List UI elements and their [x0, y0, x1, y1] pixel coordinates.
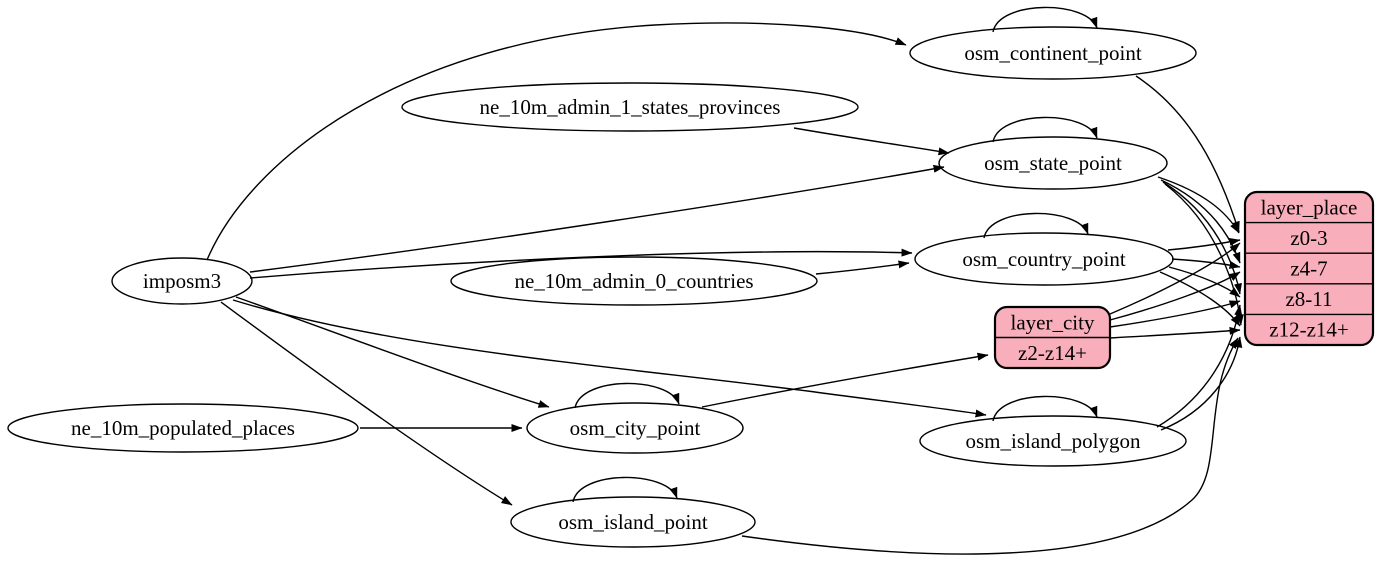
record-row-layer_place-layer_place: layer_place [1261, 195, 1358, 219]
record-row-layer_city-z2-z14+: z2-z14+ [1018, 341, 1087, 365]
nodes-layer: imposm3 ne_10m_admin_1_states_provincesne… [7, 6, 1375, 548]
node-osm_island_polygon: osm_island_polygon [919, 395, 1187, 467]
node-label-osm_city_point: osm_city_point [570, 416, 701, 440]
node-label-osm_state_point: osm_state_point [984, 151, 1122, 175]
record-row-layer_place-z12-z14+: z12-z14+ [1269, 318, 1348, 342]
edge-imposm3-to-osm_island_polygon [232, 299, 987, 418]
node-shape-osm_island_point [510, 496, 756, 548]
edge-osm_state_point-to-layer_place.z8-11 [1162, 181, 1242, 295]
node-label-osm_country_point: osm_country_point [962, 247, 1125, 271]
edge-imposm3-to-osm_state_point [249, 164, 945, 273]
edge-layer_city-to-layer_place.z12-z14+ [1109, 326, 1241, 339]
record-row-layer_place-z0-3: z0-3 [1290, 226, 1327, 250]
node-shape-ne_10m_admin_0_countries [450, 256, 818, 306]
node-osm_state_point: osm_state_point [938, 116, 1168, 190]
node-label-ne_10m_admin_1_states_provinces: ne_10m_admin_1_states_provinces [480, 95, 781, 119]
node-osm_island_point: osm_island_point [510, 476, 756, 548]
node-shape-ne_10m_populated_places [7, 403, 359, 453]
self-loop-osm_island_polygon [992, 395, 1098, 422]
self-loop-osm_island_point [572, 476, 678, 503]
edge-osm_continent_point-to-layer_place.z0-3 [1135, 75, 1240, 233]
edge-ne_10m_admin_1_states_provinces-to-osm_state_point [793, 127, 950, 156]
edge-imposm3-to-osm_country_point [249, 248, 913, 279]
edge-osm_country_point-to-layer_place.z8-11 [1168, 266, 1241, 298]
edge-osm_country_point-to-layer_place.z12-z14+ [1159, 271, 1241, 327]
self-loop-osm_country_point [983, 212, 1089, 239]
edge-imposm3-to-osm_continent_point [206, 22, 907, 261]
node-osm_continent_point: osm_continent_point [909, 6, 1197, 80]
record-layer_place: layer_place z0-3 z4-7 z8-11 z12-z14+ [1243, 190, 1375, 347]
self-loop-osm_state_point [992, 116, 1098, 143]
edge-layer_city-to-layer_place.z8-11 [1109, 300, 1241, 328]
edge-osm_country_point-to-layer_place.z0-3 [1167, 238, 1241, 251]
node-label-ne_10m_populated_places: ne_10m_populated_places [71, 416, 295, 440]
edge-osm_island_point-to-layer_place.z12-z14+ [741, 337, 1239, 555]
edges-layer [206, 22, 1244, 555]
record-shape-layer_place [1243, 190, 1375, 347]
node-label-osm_island_point: osm_island_point [558, 510, 708, 534]
record-row-layer_city-layer_city: layer_city [1011, 310, 1095, 334]
edge-imposm3-to-osm_city_point [235, 296, 550, 408]
edge-layer_city-to-layer_place.z0-3 [1109, 242, 1241, 315]
node-ne_10m_populated_places: ne_10m_populated_places [7, 403, 359, 453]
self-loop-osm_city_point [574, 382, 680, 409]
record-layer_city: layer_city z2-z14+ [993, 305, 1112, 370]
edge-osm_city_point-to-layer_city.z2-z14+ [701, 352, 989, 408]
node-osm_country_point: osm_country_point [914, 212, 1174, 286]
edge-ne_10m_admin_0_countries-to-osm_country_point [815, 260, 910, 275]
node-label-osm_continent_point: osm_continent_point [964, 41, 1141, 65]
edge-osm_state_point-to-layer_place.z4-7 [1160, 179, 1241, 264]
node-shape-osm_continent_point [909, 26, 1197, 80]
node-label-imposm3: imposm3 [143, 269, 221, 293]
edge-layer_city-to-layer_place.z4-7 [1109, 271, 1241, 321]
edge-osm_island_polygon-to-layer_place.z12-z14+ [1160, 336, 1243, 431]
node-ne_10m_admin_0_countries: ne_10m_admin_0_countries [450, 256, 818, 306]
record-row-layer_place-z4-7: z4-7 [1290, 257, 1327, 281]
node-ne_10m_admin_1_states_provinces: ne_10m_admin_1_states_provinces [401, 82, 859, 132]
node-shape-osm_island_polygon [919, 415, 1187, 467]
node-shape-osm_state_point [938, 136, 1168, 190]
edge-imposm3-to-osm_island_point [220, 301, 513, 506]
node-label-osm_island_polygon: osm_island_polygon [965, 429, 1141, 453]
edge-osm_island_polygon-to-layer_place.z8-11 [1156, 304, 1243, 428]
node-label-ne_10m_admin_0_countries: ne_10m_admin_0_countries [514, 269, 753, 293]
node-shape-imposm3 [111, 257, 253, 305]
node-imposm3: imposm3 [111, 257, 253, 305]
node-osm_city_point: osm_city_point [526, 382, 744, 454]
node-shape-osm_city_point [526, 402, 744, 454]
edge-osm_state_point-to-layer_place.z0-3 [1157, 176, 1240, 234]
record-row-layer_place-z8-11: z8-11 [1285, 287, 1332, 311]
self-loop-osm_continent_point [992, 6, 1098, 33]
node-shape-ne_10m_admin_1_states_provinces [401, 82, 859, 132]
